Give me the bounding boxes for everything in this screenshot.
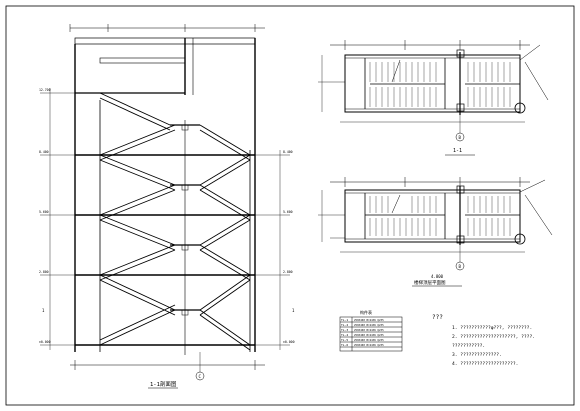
section-axis-bubble: C: [199, 374, 202, 379]
elev-label: 5.600: [283, 210, 293, 214]
note-line: 3. ??????????????.: [452, 352, 502, 358]
elev-label: 5.600: [39, 210, 49, 214]
sheet-border: [5, 5, 575, 406]
table-cell-spec: 250X400 B=24X6 Q235: [354, 328, 384, 332]
member-table-rows: TL-1 250X400 B=24X6 Q235 TL-2 250X400 B=…: [341, 318, 384, 347]
table-cell-spec: 250X400 B=24X6 Q235: [354, 338, 384, 342]
grid-label-right: 1: [292, 308, 295, 313]
section-elevation-labels-right: 8.400 5.600 2.800 ±0.000: [283, 150, 295, 344]
plan-bottom-caption-title: 楼梯顶层平面图: [414, 279, 446, 286]
section-title: 1-1剖面图: [150, 380, 177, 388]
table-cell-spec: 250X400 B=24X6 Q235: [354, 323, 384, 327]
elev-label: 12.700: [39, 88, 51, 92]
plan-bottom-axis-bubble: B: [459, 264, 462, 269]
note-line: ???????????.: [452, 343, 485, 349]
elev-label: 8.400: [283, 150, 293, 154]
elev-label: ±0.000: [39, 340, 51, 344]
member-table-title: 构件表: [360, 309, 372, 315]
notes-title: ???: [432, 314, 443, 321]
plan-top-caption: 1-1: [453, 148, 462, 154]
notes-list: 1. ???????????φ???, ????????. 2. ???????…: [452, 325, 535, 367]
grid-label-left: 1: [42, 308, 45, 313]
table-cell-id: TL-1: [341, 318, 348, 322]
plan-bottom: [318, 177, 553, 287]
plan-bottom-caption-elev: 4.800: [431, 274, 444, 279]
table-cell-spec: 250X400 B=24X6 Q235: [354, 333, 384, 337]
section-view: [40, 24, 290, 381]
note-line: 1. ???????????φ???, ????????.: [452, 325, 532, 331]
table-cell-id: TL-3: [341, 328, 348, 332]
elev-label: ±0.000: [283, 340, 295, 344]
plan-top: [318, 40, 549, 156]
elev-label: 2.800: [39, 270, 49, 274]
elev-label: 8.400: [39, 150, 49, 154]
table-cell-spec: 250X400 B=24X6 Q235: [354, 343, 384, 347]
table-cell-spec: 250X400 B=24X6 Q235: [354, 318, 384, 322]
note-line: 2. ????????????????????, ????.: [452, 334, 535, 340]
table-cell-id: TL-2: [341, 323, 348, 327]
plan-top-axis-bubble: B: [459, 135, 462, 140]
table-cell-id: TL-4: [341, 333, 348, 337]
table-cell-id: TL-5: [341, 338, 348, 342]
elev-label: 2.800: [283, 270, 293, 274]
member-table: [339, 316, 403, 352]
note-line: 4. ????????????????????.: [452, 361, 518, 367]
section-elevation-labels-left: 12.700 8.400 5.600 2.800 ±0.000: [39, 88, 51, 344]
table-cell-id: TL-6: [341, 343, 348, 347]
